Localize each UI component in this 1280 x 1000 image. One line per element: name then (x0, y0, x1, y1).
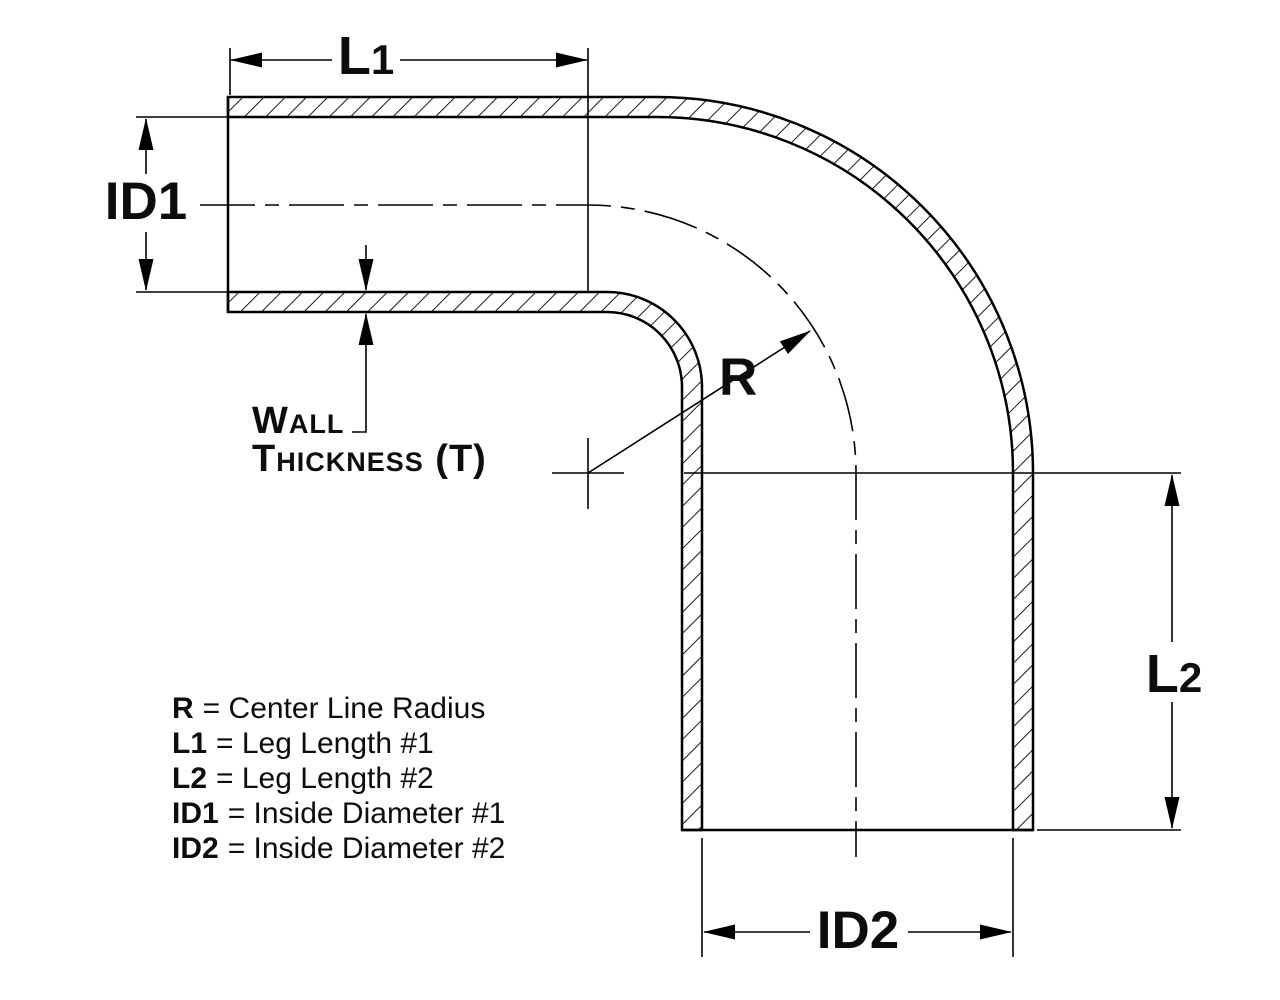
wall-thickness-arrow-up (352, 313, 374, 433)
wall-thickness-label-line1: Wall (252, 400, 344, 442)
id1-label: ID1 (105, 172, 187, 231)
hose-body (200, 95, 1035, 857)
legend-line-id2: ID2= Inside Diameter #2 (172, 832, 505, 865)
radius-arrow (587, 330, 811, 474)
l1-dimension: L1 (229, 26, 589, 291)
l1-label: L1 (338, 26, 394, 86)
legend-line-l1: L1= Leg Length #1 (172, 727, 434, 760)
legend-line-l2: L2= Leg Length #2 (172, 762, 434, 795)
radius-label: R (719, 348, 757, 407)
legend-line-r: R= Center Line Radius (172, 692, 485, 725)
legend-line-id1: ID1= Inside Diameter #1 (172, 797, 505, 830)
l2-label: L2 (1146, 644, 1202, 704)
id2-dimension: ID2 (701, 838, 1014, 960)
wall-thickness-label-line2: Thickness (T) (252, 438, 487, 480)
id2-label: ID2 (817, 901, 899, 960)
id1-dimension: ID1 (105, 116, 228, 293)
radius-dimension: R (552, 330, 811, 509)
l2-dimension: L2 (684, 472, 1202, 831)
wall-thickness-callout: Wall Thickness (T) (252, 245, 487, 480)
center-line (200, 204, 857, 857)
legend: R= Center Line Radius L1= Leg Length #1 … (172, 692, 505, 865)
